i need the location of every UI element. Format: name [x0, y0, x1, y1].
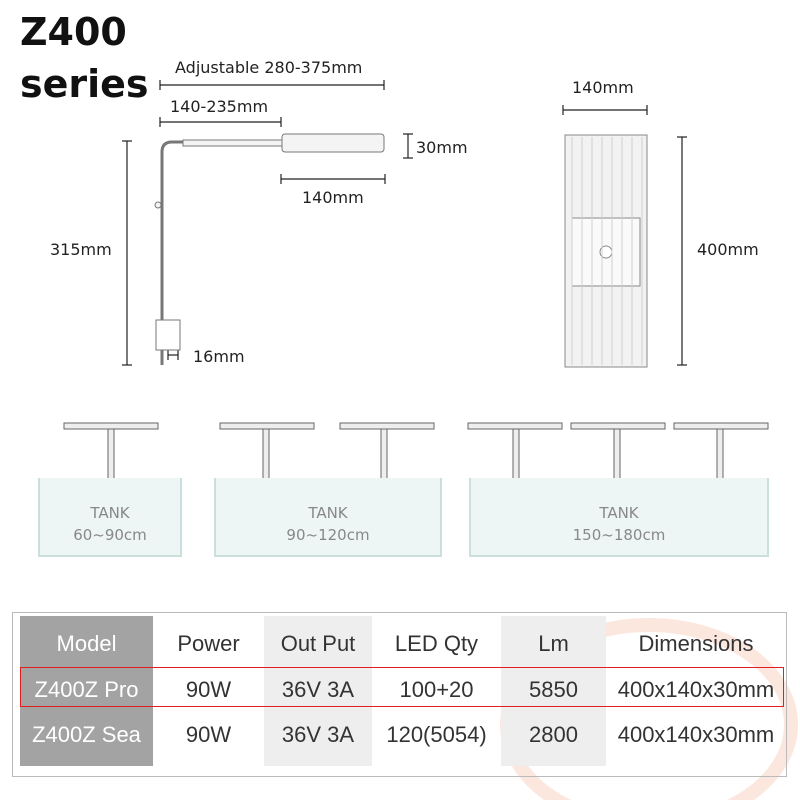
clamp-label: 16mm	[193, 347, 245, 366]
tank-size: 150~180cm	[572, 526, 666, 544]
cell-led-qty: 100+20	[399, 677, 474, 702]
dimension-drawings	[122, 80, 687, 368]
tank-label: TANK	[90, 504, 130, 522]
header-output: Out Put	[280, 631, 356, 656]
tank-size: 90~120cm	[286, 526, 370, 544]
cell-power: 90W	[185, 677, 232, 702]
spec-table: Model Power Out Put LED Qty Lm Dimension…	[12, 612, 787, 777]
cell-output: 36V 3A	[281, 722, 355, 747]
dimension-lines	[122, 80, 687, 366]
header-model: Model	[56, 631, 117, 656]
model-column-bg	[20, 616, 153, 766]
cell-output: 36V 3A	[281, 677, 355, 702]
height-label: 30mm	[416, 138, 468, 157]
tank-large: TANK 150~180cm	[469, 478, 769, 557]
length-label: 400mm	[697, 240, 759, 259]
cell-dimensions: 400x140x30mm	[617, 722, 775, 747]
header-lm: Lm	[538, 631, 569, 656]
title-line2: series	[20, 62, 149, 106]
output-column-bg	[264, 616, 372, 766]
top-width-label: 140mm	[572, 78, 634, 97]
light-side-view	[154, 133, 385, 365]
header-dimensions: Dimensions	[638, 631, 754, 656]
tank-size: 60~90cm	[73, 526, 147, 544]
cell-lm: 2800	[529, 722, 578, 747]
cell-power: 90W	[185, 722, 232, 747]
lm-column-bg	[501, 616, 606, 766]
cell-lm: 5850	[529, 677, 578, 702]
tank-label: TANK	[308, 504, 348, 522]
tank-small: TANK 60~90cm	[38, 478, 182, 557]
tank-label: TANK	[599, 504, 639, 522]
light-top-view	[564, 134, 648, 368]
cell-led-qty: 120(5054)	[386, 722, 487, 747]
total-height-label: 315mm	[50, 240, 112, 259]
heatsink-fins	[571, 137, 643, 365]
side-width-label: 140mm	[302, 188, 364, 207]
cell-dimensions: 400x140x30mm	[617, 677, 775, 702]
highlight-row-border	[20, 667, 784, 707]
arm-length-label: 140-235mm	[170, 97, 269, 116]
header-power: Power	[177, 631, 240, 656]
header-led-qty: LED Qty	[394, 631, 479, 656]
title-line1: Z400	[20, 10, 127, 54]
adjustable-length-label: Adjustable 280-375mm	[175, 58, 363, 77]
cell-model: Z400Z Pro	[34, 677, 139, 702]
tank-medium: TANK 90~120cm	[214, 478, 442, 557]
cell-model: Z400Z Sea	[32, 722, 141, 747]
